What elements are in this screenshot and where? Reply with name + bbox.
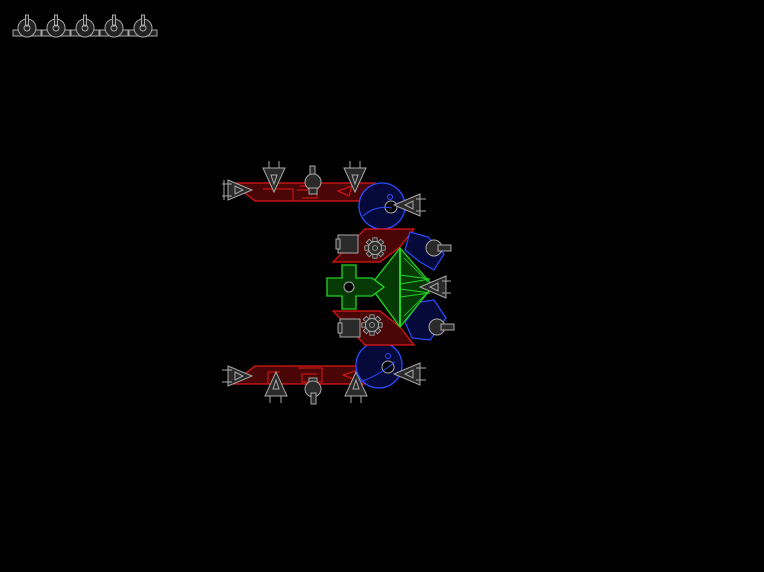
upper-gear-icon — [364, 237, 386, 259]
core-upper-side-gun — [425, 239, 452, 257]
lower-cannon-1 — [264, 370, 288, 403]
upper-right-thruster — [392, 193, 426, 217]
lower-left-thruster — [222, 365, 254, 387]
core-nose-gun — [418, 275, 451, 299]
lower-turret — [304, 377, 322, 405]
turret-icon — [99, 14, 129, 38]
lives-indicator — [12, 14, 158, 38]
lower-gear-icon — [361, 314, 383, 336]
turret-icon — [12, 14, 42, 38]
core-upper-blue-pod — [404, 231, 445, 271]
lower-right-thruster — [392, 362, 426, 386]
turret-icon — [70, 14, 100, 38]
upper-armor-module — [335, 234, 359, 254]
upper-left-thruster — [222, 179, 254, 201]
turret-icon — [128, 14, 158, 38]
green-cross-emitter — [326, 264, 386, 310]
lower-armor-module — [337, 318, 361, 338]
lower-cannon-2 — [344, 370, 368, 403]
upper-cannon-1 — [262, 161, 286, 194]
boss-ship — [222, 161, 455, 405]
upper-cannon-2 — [343, 161, 367, 194]
upper-arm-red-arrow-icon — [336, 185, 353, 197]
upper-arm — [222, 161, 426, 230]
core-lower-side-gun — [428, 318, 455, 336]
turret-icon — [41, 14, 71, 38]
core-body — [326, 228, 455, 346]
lower-arm — [222, 341, 426, 405]
lower-shield-pod — [355, 341, 403, 389]
upper-turret — [304, 165, 322, 195]
green-core — [369, 246, 434, 329]
